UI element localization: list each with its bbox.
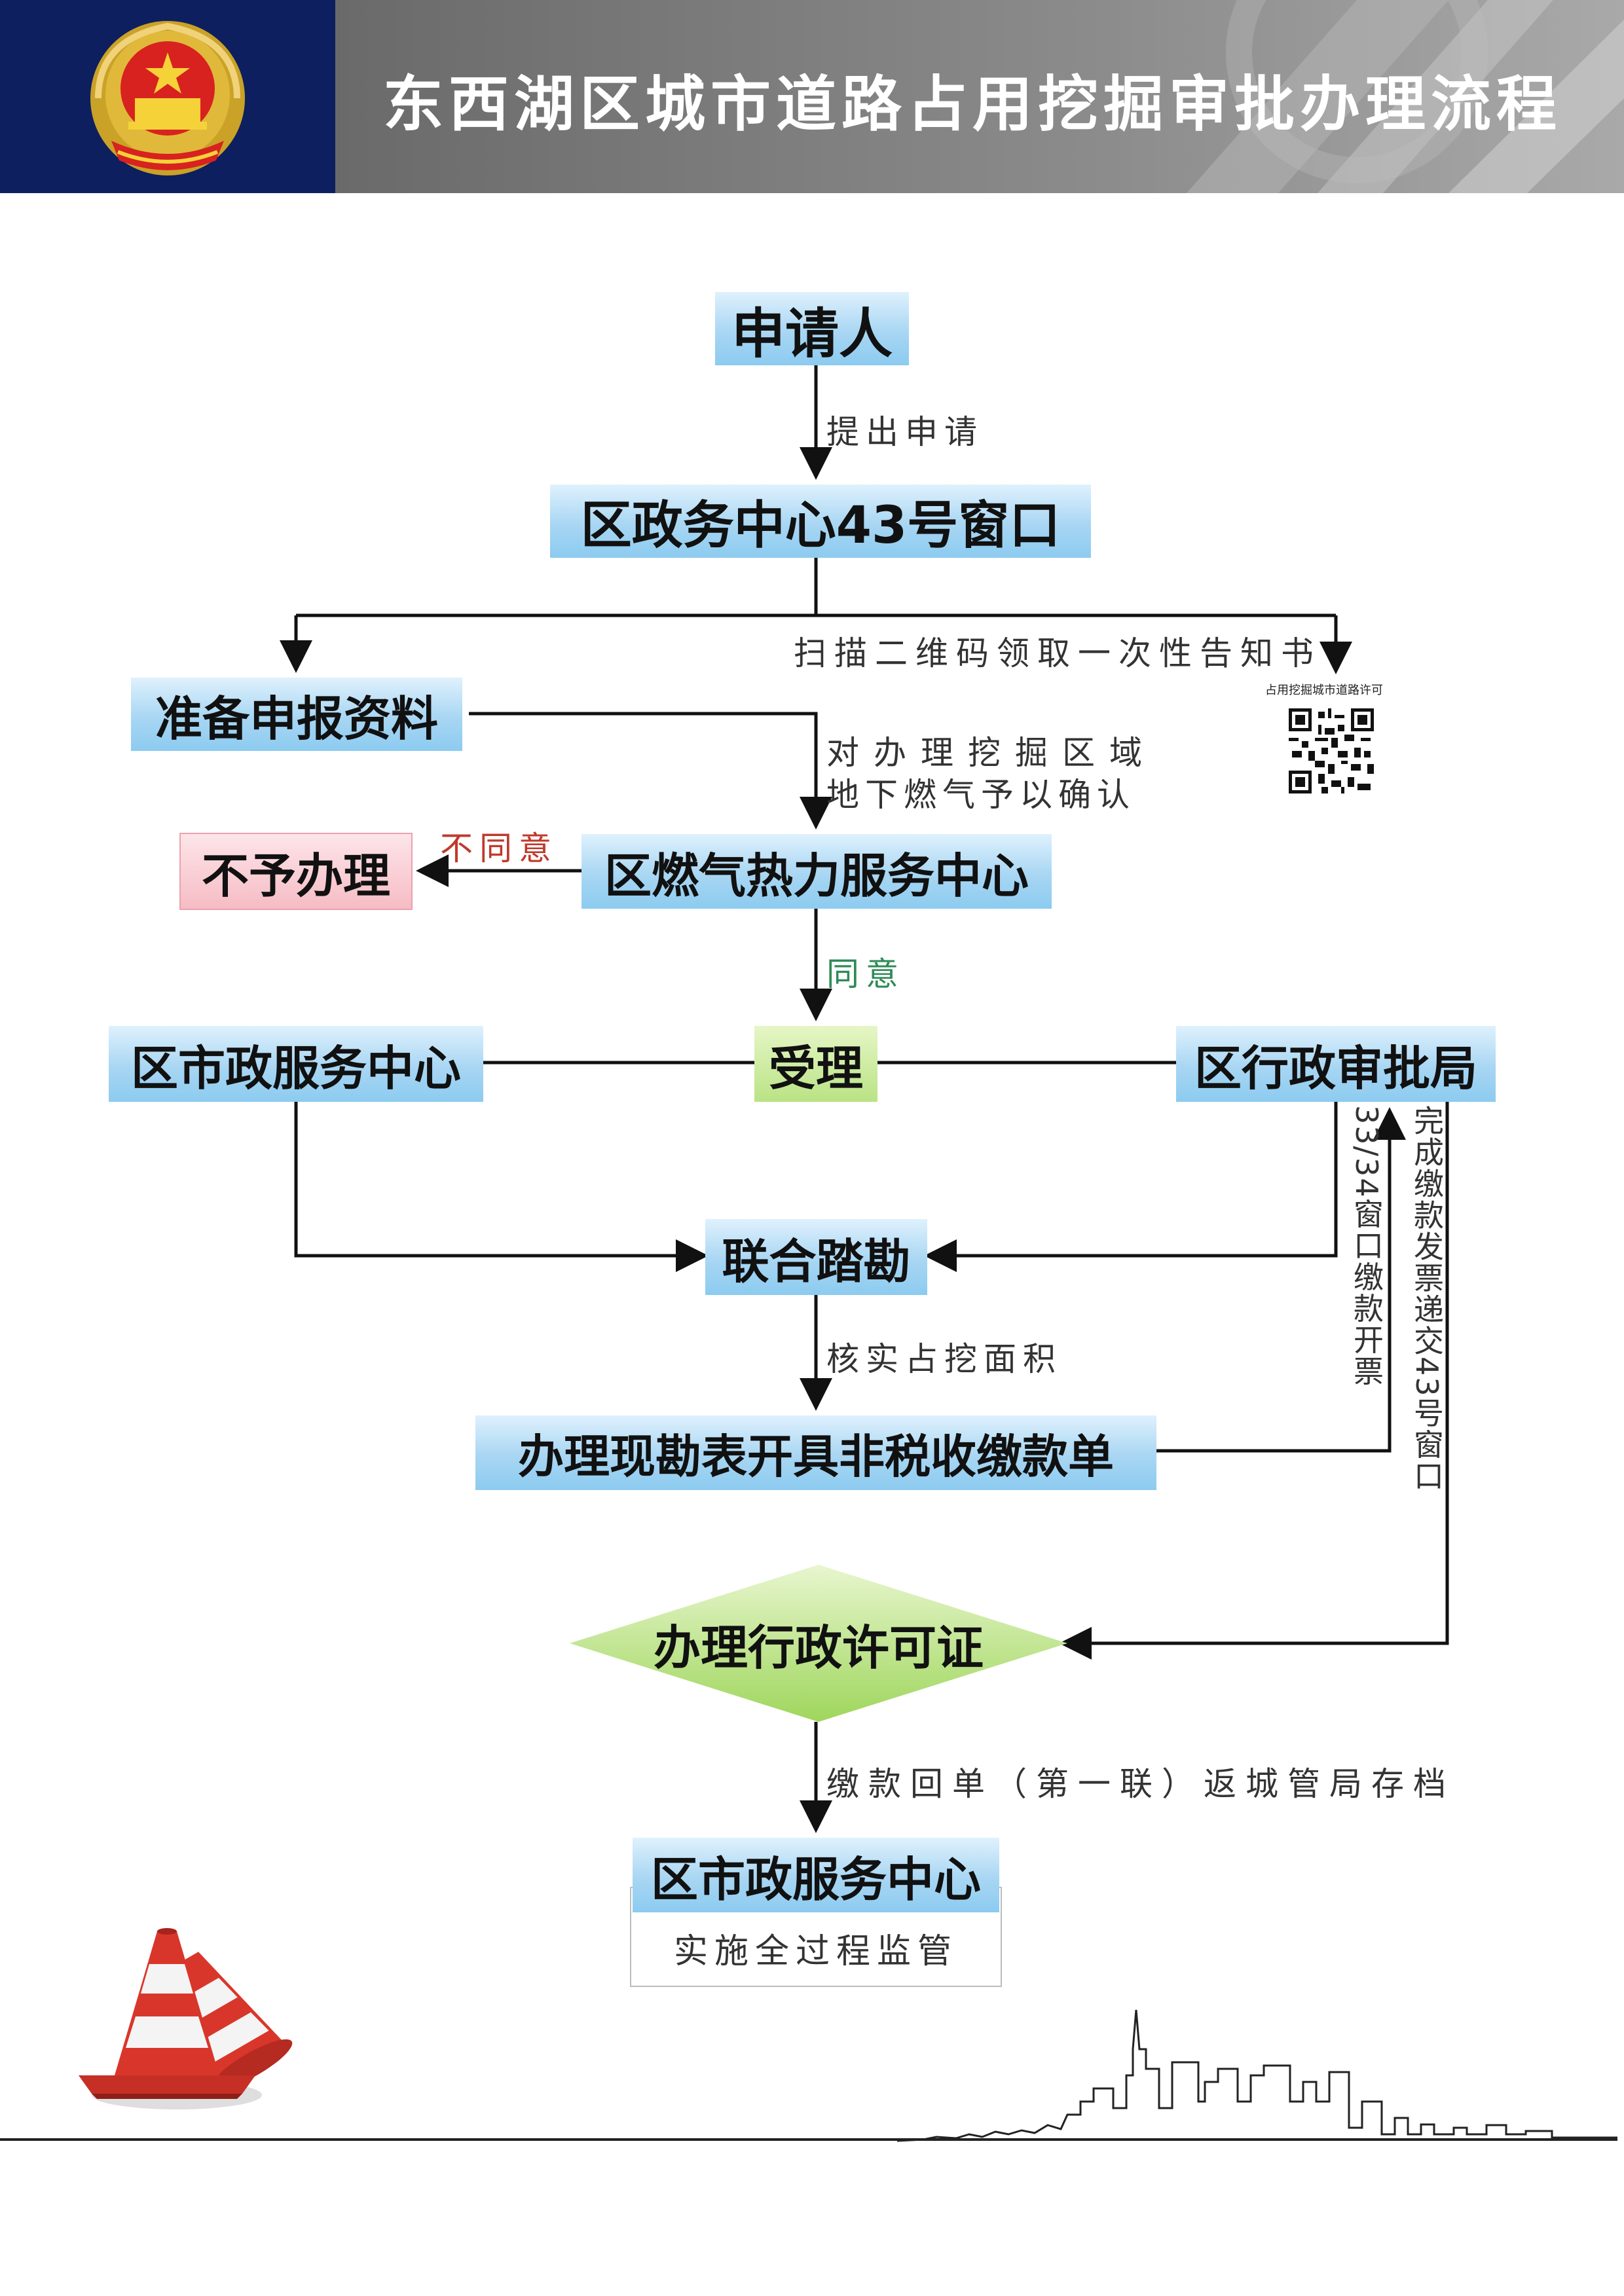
city-skyline-icon (897, 2009, 1617, 2142)
node-prepare: 准备申报资料 (131, 678, 462, 751)
node-window43: 区政务中心43号窗口 (550, 484, 1091, 558)
label-qr-caption: 占用挖掘城市道路许可 (1265, 683, 1383, 697)
qr-code-icon (1289, 708, 1374, 793)
node-permit-diamond (570, 1565, 1067, 1722)
label-submit: 提出申请 (826, 413, 984, 451)
label-agree: 同意 (826, 955, 905, 993)
label-scan-qr: 扫描二维码领取一次性告知书 (794, 634, 1321, 672)
page-title: 东西湖区城市道路占用挖掘审批办理流程 (383, 69, 1562, 139)
header-decoration (1187, 0, 1624, 193)
node-joint-survey: 联合踏勘 (705, 1219, 927, 1295)
label-pay-window: 33/34窗口缴款开票 (1349, 1105, 1384, 1387)
header-title-panel (335, 0, 1624, 193)
label-disagree: 不同意 (440, 829, 558, 867)
node-applicant: 申请人 (715, 292, 909, 365)
node-admin-bureau: 区行政审批局 (1176, 1026, 1496, 1102)
node-reject: 不予办理 (179, 833, 413, 910)
label-archive: 缴款回单（第一联）返城管局存档 (826, 1765, 1455, 1803)
traffic-cone-icon (79, 1928, 293, 2109)
node-accept: 受理 (754, 1026, 877, 1102)
node-gas-center: 区燃气热力服务中心 (581, 834, 1052, 909)
label-confirm-line2: 地下燃气予以确认 (826, 776, 1135, 814)
node-survey-form: 办理现勘表开具非税收缴款单 (475, 1415, 1156, 1490)
national-emblem-icon (90, 21, 245, 175)
node-municipal-final: 区市政服务中心 (633, 1838, 999, 1912)
label-verify-area: 核实占挖面积 (826, 1340, 1062, 1378)
label-invoice-submit: 完成缴款发票递交43号窗口 (1409, 1105, 1445, 1492)
node-municipal-final-sub: 实施全过程监管 (673, 1931, 958, 1971)
node-municipal-left: 区市政服务中心 (109, 1026, 483, 1102)
node-permit: 办理行政许可证 (653, 1620, 984, 1675)
label-confirm-line1: 对办理挖掘区域 (826, 734, 1156, 772)
header-emblem-panel (0, 0, 335, 193)
